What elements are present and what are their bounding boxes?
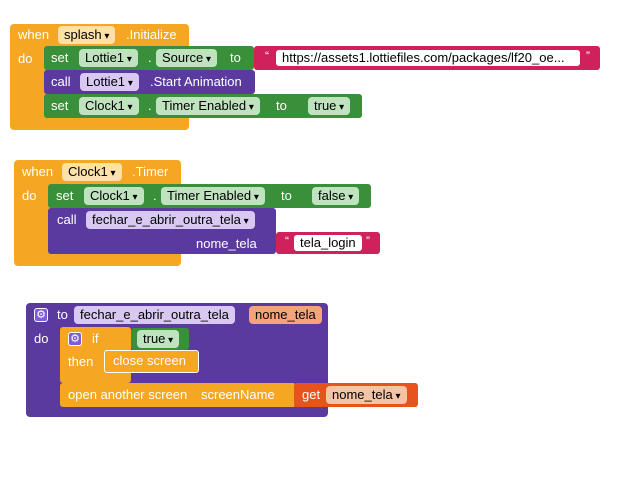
when-label: when <box>22 164 54 179</box>
boolean-dropdown-false[interactable]: false <box>312 187 360 205</box>
quote-close: ” <box>586 49 590 63</box>
component-dropdown-clock1-event[interactable]: Clock1 <box>62 163 122 181</box>
to-keyword: to <box>281 188 292 203</box>
call-keyword: call <box>57 212 77 227</box>
quote-open: “ <box>265 49 269 63</box>
get-keyword: get <box>302 387 321 402</box>
property-dropdown-source[interactable]: Source <box>156 49 218 67</box>
to-keyword: to <box>276 98 287 113</box>
lottie-url-text[interactable]: https://assets1.lottiefiles.com/packages… <box>276 50 580 66</box>
screen-name-label: screenName <box>201 387 275 402</box>
do-label: do <box>18 51 33 66</box>
property-dropdown-timer-enabled[interactable]: Timer Enabled <box>161 187 265 205</box>
to-keyword: to <box>230 50 241 65</box>
set-keyword: set <box>56 188 74 203</box>
procedure-name-field[interactable]: fechar_e_abrir_outra_tela <box>74 306 235 324</box>
when-label: when <box>18 27 50 42</box>
boolean-dropdown-true[interactable]: true <box>308 97 351 115</box>
open-another-screen-block[interactable] <box>60 383 296 407</box>
do-label: do <box>22 188 37 203</box>
gear-icon[interactable]: ⚙ <box>34 308 48 322</box>
call-keyword: call <box>51 74 71 89</box>
then-keyword: then <box>68 354 94 369</box>
open-another-screen-label: open another screen <box>68 387 188 402</box>
component-dropdown-clock1[interactable]: Clock1 <box>79 97 139 115</box>
dot-separator: . <box>148 98 152 113</box>
dot-separator: . <box>153 188 157 203</box>
to-keyword: to <box>57 307 68 322</box>
event-name-timer: .Timer <box>132 164 169 179</box>
variable-dropdown-nome-tela[interactable]: nome_tela <box>326 386 407 404</box>
component-dropdown-lottie1[interactable]: Lottie1 <box>79 49 138 67</box>
set-keyword: set <box>51 98 69 113</box>
property-dropdown-timer-enabled[interactable]: Timer Enabled <box>156 97 260 115</box>
do-label: do <box>34 331 49 346</box>
close-screen-label: close screen <box>113 353 186 368</box>
component-dropdown-lottie1-call[interactable]: Lottie1 <box>80 73 139 91</box>
quote-open: “ <box>285 234 289 248</box>
dot-separator: . <box>148 50 152 65</box>
gear-icon[interactable]: ⚙ <box>68 332 82 346</box>
procedure-dropdown[interactable]: fechar_e_abrir_outra_tela <box>86 211 255 229</box>
boolean-dropdown-true[interactable]: true <box>137 330 180 348</box>
method-name-start-animation: .Start Animation <box>150 74 242 89</box>
component-dropdown-clock1[interactable]: Clock1 <box>84 187 144 205</box>
parameter-name-nome-tela[interactable]: nome_tela <box>249 306 322 324</box>
tela-login-text[interactable]: tela_login <box>294 235 362 251</box>
close-screen-block[interactable] <box>104 350 199 373</box>
event-name-initialize: .Initialize <box>126 27 177 42</box>
component-dropdown-splash[interactable]: splash <box>58 26 116 44</box>
set-keyword: set <box>51 50 69 65</box>
if-keyword: if <box>92 331 99 346</box>
quote-close: ” <box>366 234 370 248</box>
param-label-nome-tela: nome_tela <box>196 236 257 251</box>
